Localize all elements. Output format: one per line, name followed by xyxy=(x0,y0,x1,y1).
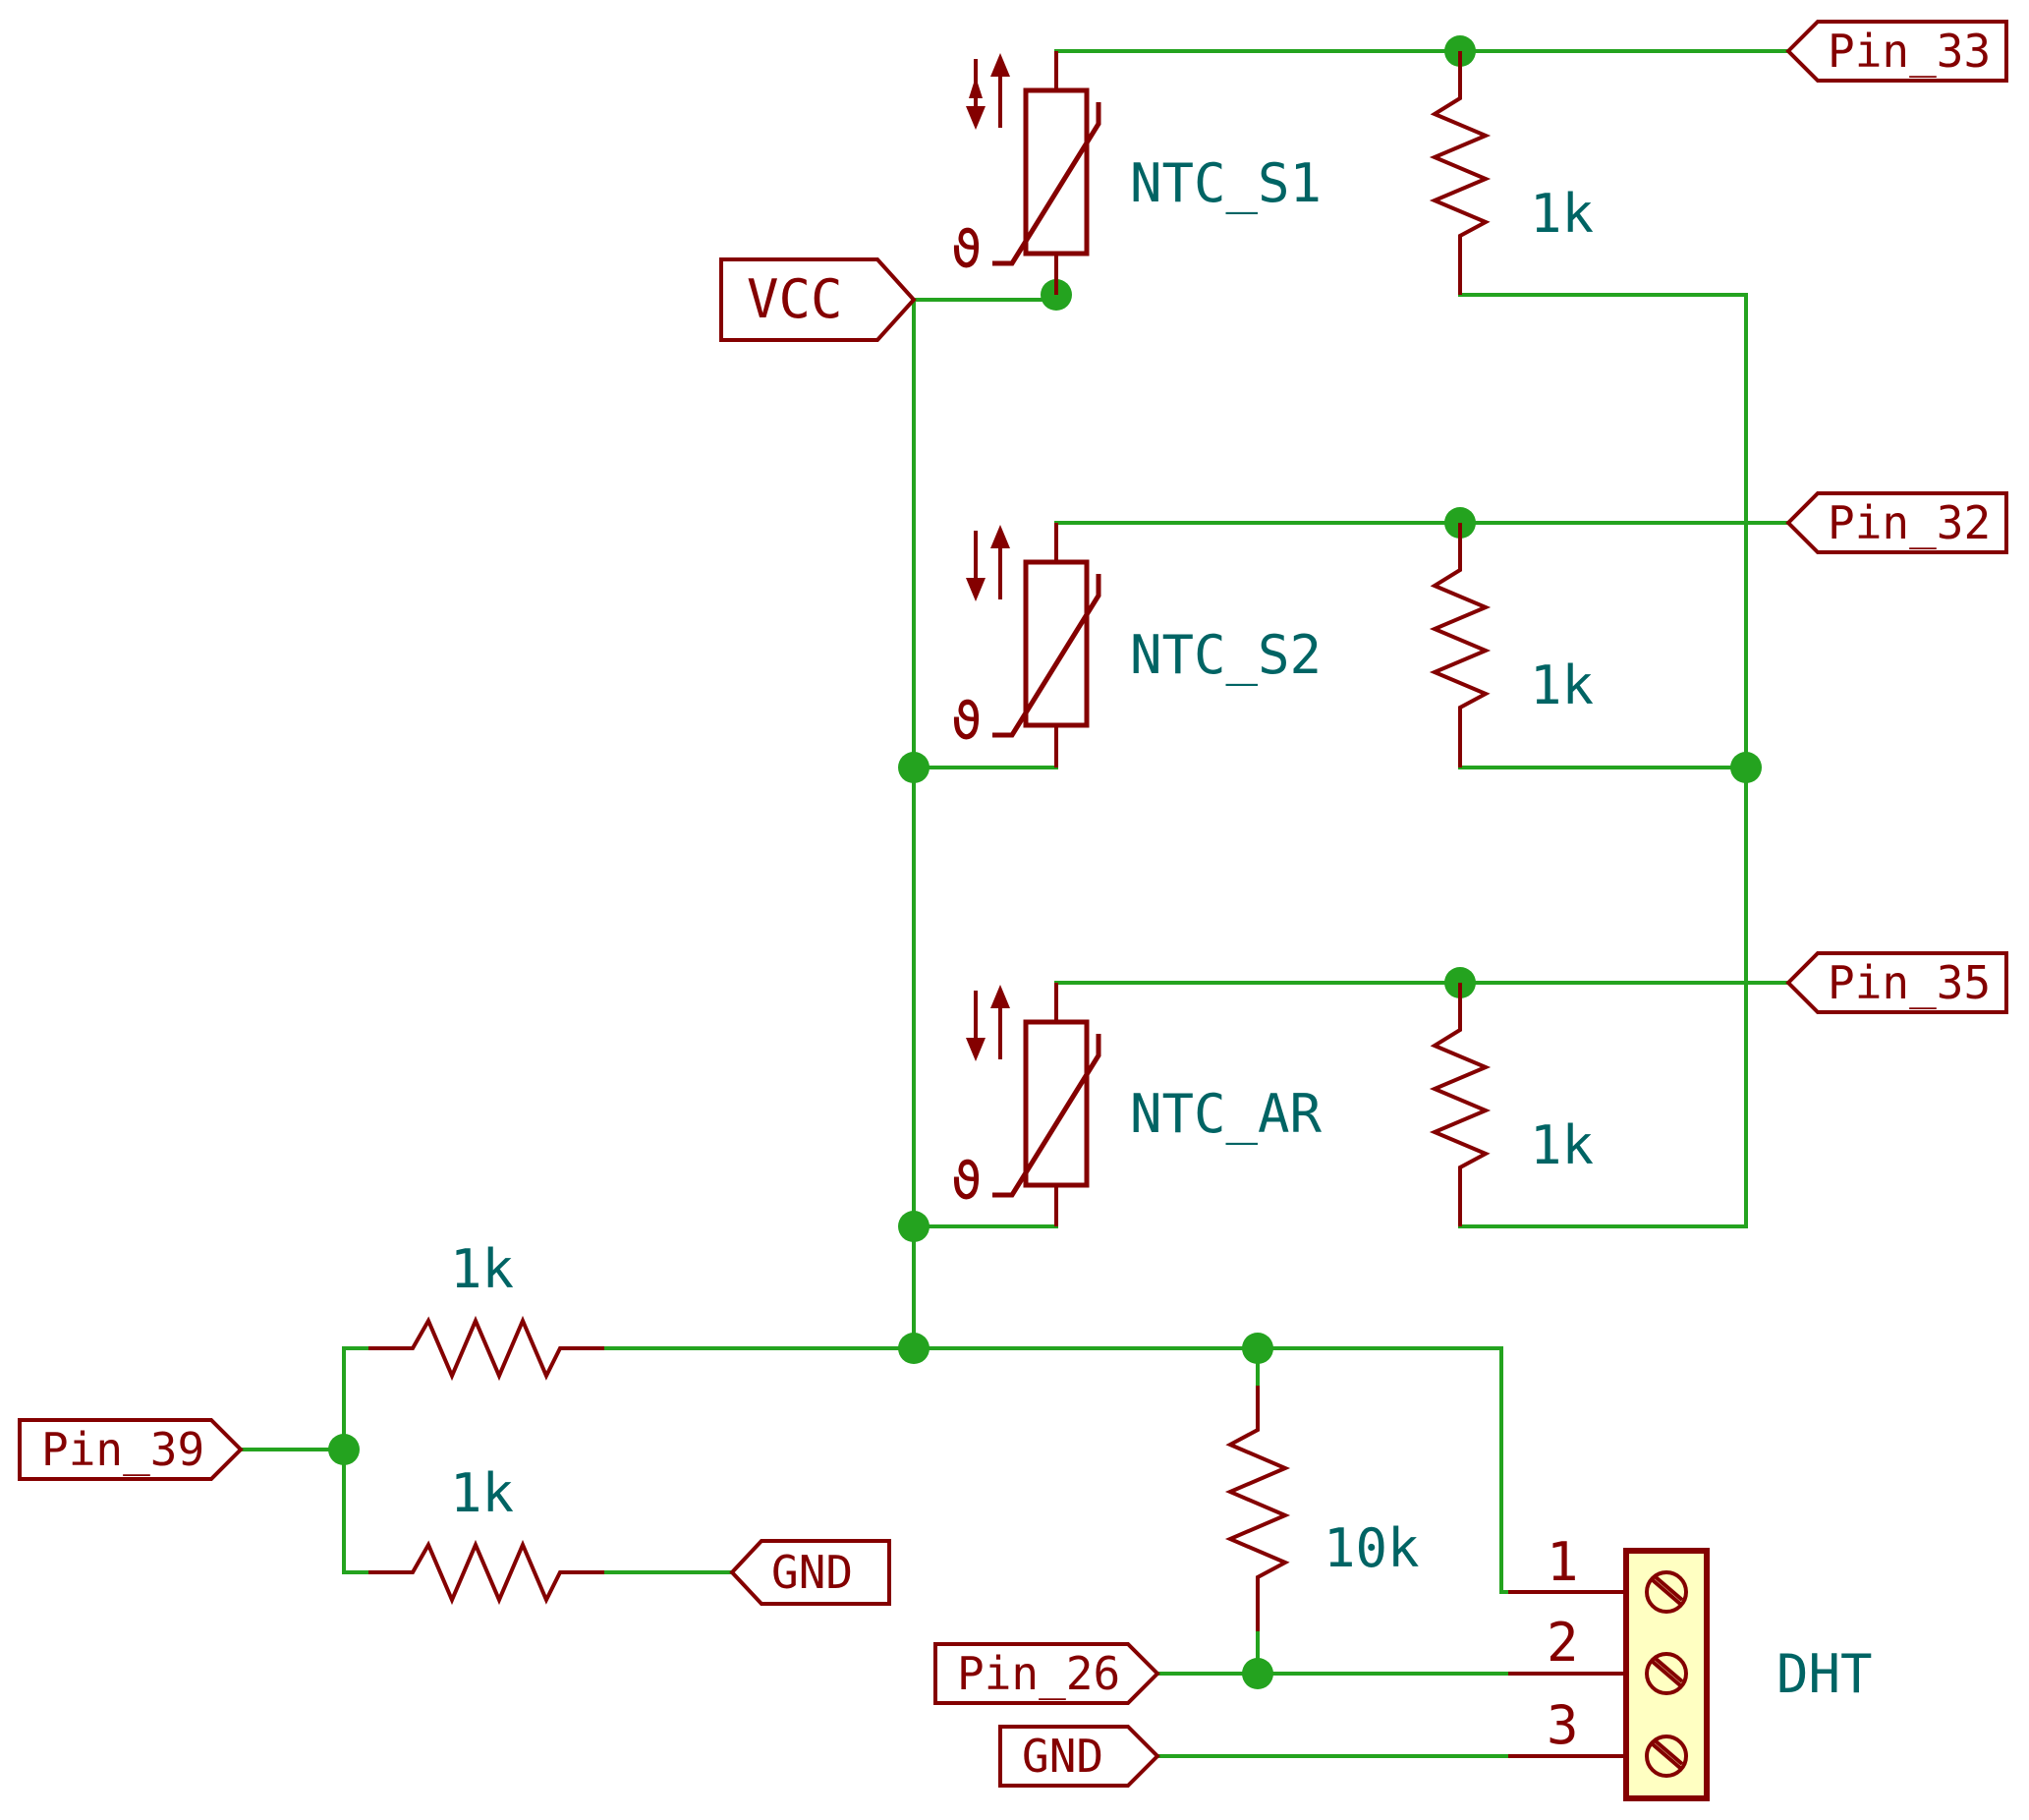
net-label-pin-39[interactable]: Pin_39 xyxy=(18,1418,244,1481)
screw-terminal-icon xyxy=(1645,1652,1688,1695)
thermistor-ntc-s2[interactable]: ϑ NTC_S2 xyxy=(951,523,1322,768)
net-label-gnd-2[interactable]: GND xyxy=(998,1725,1160,1788)
connector-ref: DHT xyxy=(1776,1643,1873,1705)
net-label-text: GND xyxy=(771,1546,853,1599)
resistor-r-ar[interactable]: 1k xyxy=(1429,983,1594,1226)
net-label-text: GND xyxy=(1022,1730,1103,1783)
net-label-text: Pin_39 xyxy=(41,1423,204,1476)
junction-dot xyxy=(898,1333,930,1364)
connector-dht[interactable]: 1 2 3 DHT xyxy=(1508,1531,1873,1801)
thermistor-mark: ϑ xyxy=(951,221,982,280)
connector-pin-number: 3 xyxy=(1547,1694,1579,1756)
resistor-value: 1k xyxy=(1530,183,1594,245)
resistor-value: 1k xyxy=(450,1238,514,1300)
net-label-text: Pin_33 xyxy=(1828,25,1991,78)
resistor-r-s2[interactable]: 1k xyxy=(1429,523,1594,768)
connector-pin-number: 2 xyxy=(1547,1612,1579,1674)
screw-terminal-icon xyxy=(1645,1570,1688,1614)
thermistor-ntc-s1[interactable]: ϑ NTC_S1 xyxy=(951,51,1322,295)
net-label-pin-33[interactable]: Pin_33 xyxy=(1785,20,2008,83)
junctions xyxy=(328,35,1762,1689)
thermistor-ntc-ar[interactable]: ϑ NTC_AR xyxy=(951,983,1323,1226)
thermistor-mark: ϑ xyxy=(951,693,982,752)
thermistor-ref-ntc-ar: NTC_AR xyxy=(1130,1083,1323,1145)
net-label-text: Pin_32 xyxy=(1828,496,1991,549)
net-label-text: Pin_35 xyxy=(1828,956,1991,1009)
net-label-pin-32[interactable]: Pin_32 xyxy=(1785,491,2008,554)
net-label-text: VCC xyxy=(747,268,843,330)
junction-dot xyxy=(328,1434,360,1465)
junction-dot xyxy=(1242,1333,1273,1364)
net-label-vcc[interactable]: VCC xyxy=(719,257,917,342)
junction-dot xyxy=(1730,752,1762,783)
resistor-value: 1k xyxy=(450,1462,514,1524)
net-label-text: Pin_26 xyxy=(957,1647,1120,1700)
junction-dot xyxy=(898,752,930,783)
resistor-value: 1k xyxy=(1530,654,1594,716)
net-label-gnd-1[interactable]: GND xyxy=(729,1539,891,1606)
thermistor-mark: ϑ xyxy=(951,1153,982,1212)
connector-pin-number: 1 xyxy=(1547,1531,1579,1593)
resistor-value: 10k xyxy=(1324,1517,1420,1579)
resistor-r-s1[interactable]: 1k xyxy=(1429,51,1594,295)
thermistor-ref-ntc-s1: NTC_S1 xyxy=(1130,152,1322,214)
junction-dot xyxy=(898,1211,930,1242)
thermistor-ref-ntc-s2: NTC_S2 xyxy=(1130,624,1322,686)
net-label-pin-35[interactable]: Pin_35 xyxy=(1785,951,2008,1014)
net-label-pin-26[interactable]: Pin_26 xyxy=(933,1642,1160,1705)
resistor-r-bottom-left[interactable]: 1k xyxy=(368,1462,604,1606)
resistor-r-pullup[interactable]: 10k xyxy=(1224,1386,1420,1631)
junction-dot xyxy=(1242,1658,1273,1689)
resistor-value: 1k xyxy=(1530,1114,1594,1176)
screw-terminal-icon xyxy=(1645,1735,1688,1778)
resistor-r-top-left[interactable]: 1k xyxy=(368,1238,604,1382)
